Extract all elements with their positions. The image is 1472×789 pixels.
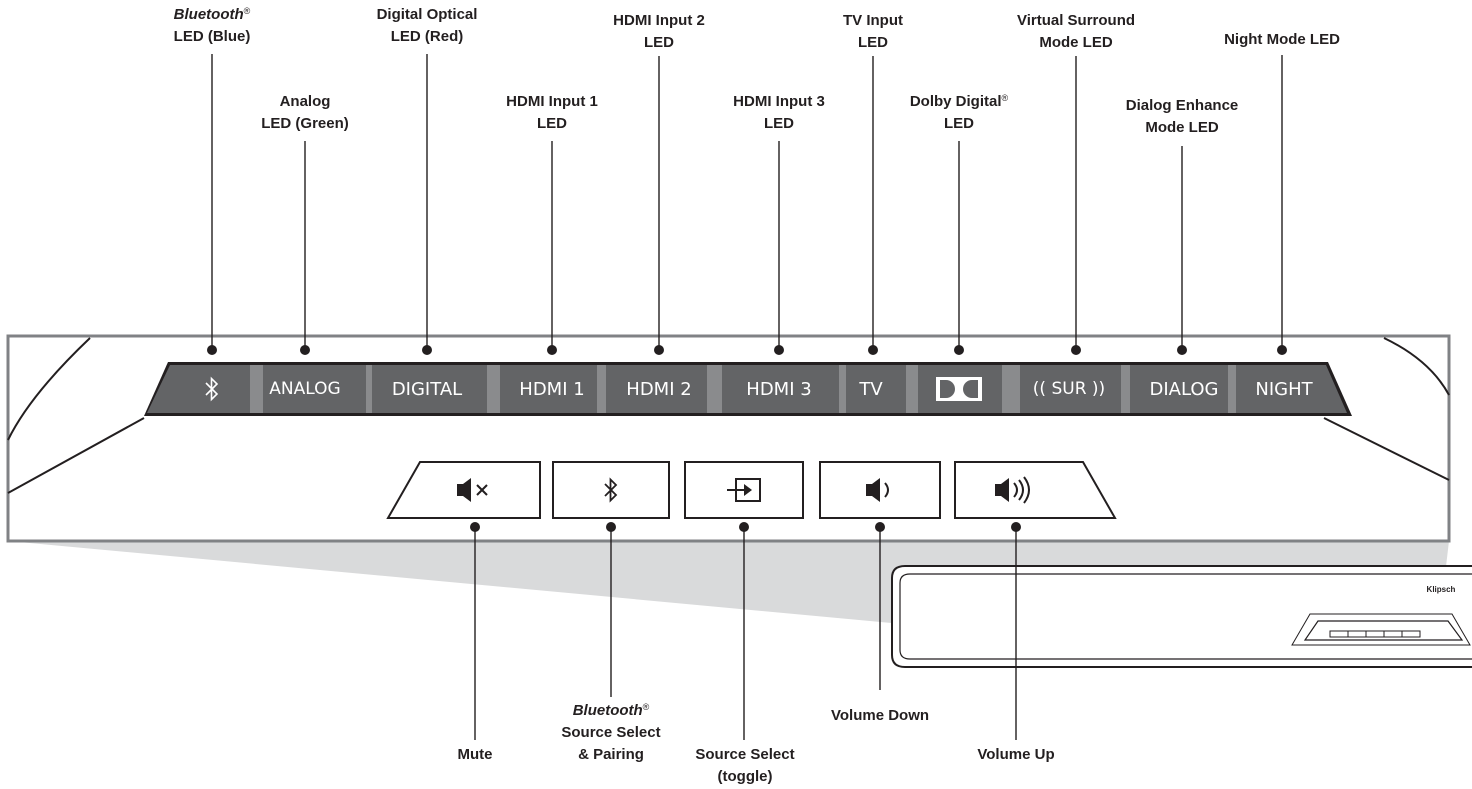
dialog-led-callout: Dialog Enhance Mode LED bbox=[1125, 97, 1239, 136]
volume-up-button[interactable] bbox=[993, 462, 1037, 518]
soundbar-miniature bbox=[891, 565, 1472, 668]
led-divider bbox=[597, 365, 606, 413]
led-divider bbox=[839, 365, 846, 413]
bluetooth-icon bbox=[205, 376, 219, 402]
bluetooth-button[interactable] bbox=[604, 462, 618, 518]
led-divider bbox=[1002, 365, 1020, 413]
led-night: NIGHT bbox=[1255, 378, 1313, 400]
led-bluetooth bbox=[205, 367, 219, 411]
led-hdmi3: HDMI 3 bbox=[746, 378, 812, 400]
hdmi3-led-leader-dot bbox=[774, 345, 784, 355]
callout-leaders bbox=[207, 54, 1287, 740]
led-tv: TV bbox=[859, 378, 883, 400]
dolby-led-leader-dot bbox=[954, 345, 964, 355]
analog-led-leader-dot bbox=[300, 345, 310, 355]
bluetooth-select-callout: Bluetooth® Source Select & Pairing bbox=[561, 702, 661, 763]
hdmi1-led-callout: HDMI Input 1 LED bbox=[506, 93, 598, 132]
led-divider bbox=[250, 365, 263, 413]
led-dialog: DIALOG bbox=[1149, 378, 1219, 400]
led-divider bbox=[366, 365, 372, 413]
led-hdmi2: HDMI 2 bbox=[626, 378, 692, 400]
led-digital: DIGITAL bbox=[391, 378, 463, 400]
dolby-double-d-icon bbox=[936, 377, 982, 401]
led-analog: ANALOG bbox=[269, 379, 341, 399]
led-hdmi1: HDMI 1 bbox=[519, 378, 585, 400]
led-divider bbox=[707, 365, 722, 413]
volume-up-leader-dot bbox=[1011, 522, 1021, 532]
hdmi2-led-leader-dot bbox=[654, 345, 664, 355]
digital-led-leader-dot bbox=[422, 345, 432, 355]
panel-bevel-lines bbox=[7, 337, 1450, 494]
bluetooth-led-callout: Bluetooth® LED (Blue) bbox=[173, 6, 251, 45]
analog-led-callout: Analog LED (Green) bbox=[261, 93, 349, 132]
bluetooth-led-leader-dot bbox=[207, 345, 217, 355]
source-select-leader-dot bbox=[739, 522, 749, 532]
led-surround: (( SUR )) bbox=[1032, 379, 1106, 399]
bluetooth-select-leader-dot bbox=[606, 522, 616, 532]
volume-down-callout: Volume Down bbox=[830, 707, 930, 724]
led-divider bbox=[906, 365, 918, 413]
led-divider bbox=[1121, 365, 1130, 413]
dolby-led-callout: Dolby Digital® LED bbox=[909, 93, 1009, 132]
source-button[interactable] bbox=[724, 462, 764, 518]
dialog-led-leader-dot bbox=[1177, 345, 1187, 355]
mute-callout: Mute bbox=[457, 746, 493, 763]
bluetooth-icon bbox=[604, 477, 618, 503]
mute-leader-dot bbox=[470, 522, 480, 532]
led-divider bbox=[1228, 365, 1236, 413]
tv-led-leader-dot bbox=[868, 345, 878, 355]
led-divider bbox=[487, 365, 500, 413]
mute-button[interactable] bbox=[455, 462, 495, 518]
digital-led-callout: Digital Optical LED (Red) bbox=[376, 6, 478, 45]
volume-up-button-outline[interactable] bbox=[954, 461, 1117, 519]
volume-down-button[interactable] bbox=[864, 462, 898, 518]
surround-led-leader-dot bbox=[1071, 345, 1081, 355]
hdmi2-led-callout: HDMI Input 2 LED bbox=[613, 12, 705, 51]
source-input-icon bbox=[727, 478, 761, 502]
night-led-callout: Night Mode LED bbox=[1224, 31, 1340, 48]
surround-led-callout: Virtual Surround Mode LED bbox=[1016, 12, 1136, 51]
led-dolby bbox=[936, 367, 982, 411]
brand-badge: Klipsch bbox=[1426, 585, 1456, 594]
led-indicator-strip bbox=[144, 362, 1352, 416]
volume-up-callout: Volume Up bbox=[977, 746, 1055, 763]
hdmi1-led-leader-dot bbox=[547, 345, 557, 355]
source-select-callout: Source Select (toggle) bbox=[695, 746, 795, 785]
mute-icon bbox=[457, 478, 488, 502]
volume-up-icon bbox=[995, 476, 1030, 504]
hdmi3-led-callout: HDMI Input 3 LED bbox=[733, 93, 825, 132]
tv-led-callout: TV Input LED bbox=[843, 12, 903, 51]
volume-down-icon bbox=[866, 478, 889, 502]
volume-down-leader-dot bbox=[875, 522, 885, 532]
night-led-leader-dot bbox=[1277, 345, 1287, 355]
